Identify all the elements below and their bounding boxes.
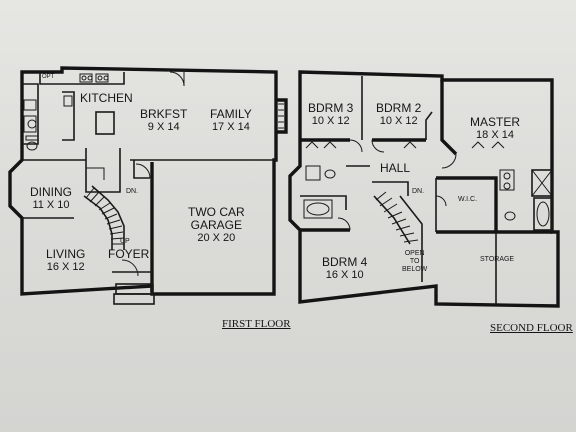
second-floor-title: SECOND FLOOR bbox=[490, 322, 573, 334]
open-to-below-line-1: OPEN bbox=[404, 250, 425, 257]
room-family: FAMILY 17 X 14 bbox=[210, 107, 252, 134]
room-garage-size: 20 X 20 bbox=[197, 232, 236, 244]
room-garage-name: TWO CAR bbox=[188, 205, 245, 219]
room-living-name: LIVING bbox=[46, 247, 86, 261]
room-wic-name: W.I.C. bbox=[458, 196, 478, 203]
first-floor-walls bbox=[8, 66, 288, 305]
open-to-below-line-3: BELOW bbox=[402, 266, 428, 273]
first-floor-title: FIRST FLOOR bbox=[222, 318, 291, 330]
first-floor-stair-down-label: DN. bbox=[126, 188, 139, 195]
room-bdrm2-name: BDRM 2 bbox=[376, 101, 422, 115]
open-to-below-line-2: TO bbox=[409, 258, 420, 265]
room-family-name: FAMILY bbox=[210, 107, 252, 121]
room-dining-size: 11 X 10 bbox=[32, 199, 70, 211]
room-master-name: MASTER bbox=[470, 115, 521, 129]
room-bdrm4: BDRM 4 16 X 10 bbox=[322, 255, 368, 282]
room-living-size: 16 X 12 bbox=[46, 261, 85, 273]
first-floor-stair-up-label: UP bbox=[120, 238, 130, 245]
second-floor-walls bbox=[288, 70, 560, 308]
room-kitchen-name: KITCHEN bbox=[80, 91, 133, 105]
room-foyer-name: FOYER bbox=[108, 247, 150, 261]
room-garage-name-2: GARAGE bbox=[190, 218, 243, 232]
room-bdrm3: BDRM 3 10 X 12 bbox=[308, 101, 354, 128]
room-hall-name: HALL bbox=[380, 161, 411, 175]
room-brkfst-size: 9 X 14 bbox=[147, 121, 180, 133]
room-garage: TWO CAR GARAGE 20 X 20 bbox=[188, 205, 245, 245]
room-living: LIVING 16 X 12 bbox=[46, 247, 86, 274]
room-bdrm2-size: 10 X 12 bbox=[379, 115, 418, 127]
room-bdrm3-size: 10 X 12 bbox=[311, 115, 350, 127]
open-to-below: OPEN TO BELOW bbox=[402, 250, 427, 274]
room-bdrm3-name: BDRM 3 bbox=[308, 101, 354, 115]
optional-label: OPT bbox=[42, 74, 55, 80]
room-master: MASTER 18 X 14 bbox=[470, 115, 521, 142]
room-bdrm4-size: 16 X 10 bbox=[325, 269, 364, 281]
room-master-size: 18 X 14 bbox=[476, 129, 514, 141]
second-floor-stair-down-label: DN. bbox=[412, 188, 425, 195]
room-brkfst-name: BRKFST bbox=[140, 107, 188, 121]
room-dining-name: DINING bbox=[30, 185, 72, 199]
room-family-size: 17 X 14 bbox=[211, 121, 250, 133]
room-brkfst: BRKFST 9 X 14 bbox=[140, 107, 188, 134]
room-storage-name: STORAGE bbox=[480, 256, 515, 263]
room-dining: DINING 11 X 10 bbox=[30, 185, 72, 212]
room-bdrm4-name: BDRM 4 bbox=[322, 255, 368, 269]
room-bdrm2: BDRM 2 10 X 12 bbox=[376, 101, 422, 128]
